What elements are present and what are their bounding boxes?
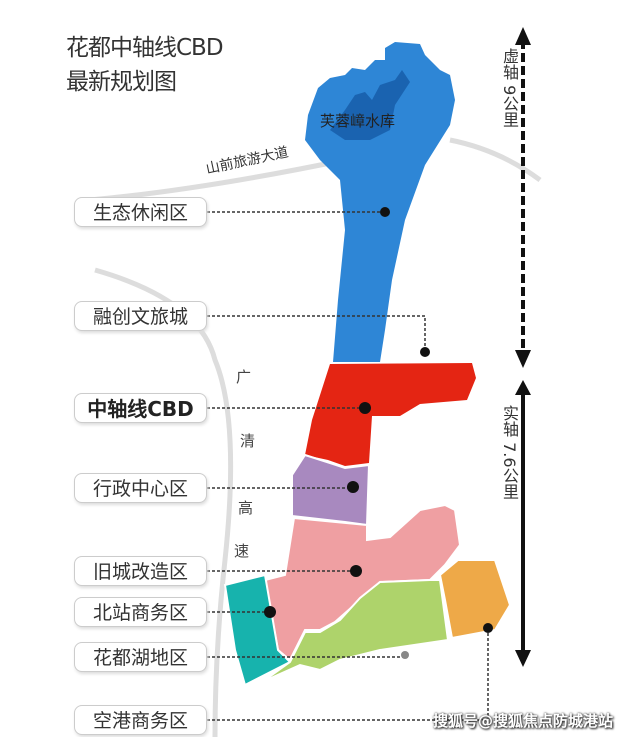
axis-arrows — [515, 27, 531, 667]
zone-label-eco: 生态休闲区 — [74, 197, 207, 227]
highway-char: 速 — [234, 542, 250, 560]
title-line2: 最新规划图 — [66, 69, 177, 95]
zone-label-cbd: 中轴线CBD — [74, 393, 207, 423]
highway-char: 广 — [236, 368, 252, 386]
zone-label-sunac: 融创文旅城 — [74, 301, 207, 331]
leader-lines — [207, 211, 489, 721]
zone-label-admin: 行政中心区 — [74, 473, 207, 503]
watermark: 搜狐号@搜狐焦点防城港站 — [432, 712, 613, 730]
road-east — [449, 137, 542, 183]
zone-label-north-station: 北站商务区 — [74, 597, 207, 627]
highway-char: 清 — [240, 432, 256, 450]
title-line1: 花都中轴线CBD — [66, 35, 224, 61]
zone-dots — [264, 207, 493, 659]
zone-airport — [438, 559, 512, 640]
zone-label-airport: 空港商务区 — [74, 705, 207, 735]
zone-label-oldtown: 旧城改造区 — [74, 556, 207, 586]
virtual-axis-label: 虚轴 9公里 — [500, 48, 519, 128]
reservoir — [330, 70, 410, 140]
reservoir-label: 芙蓉嶂水库 — [320, 112, 396, 130]
highway-char: 高 — [238, 499, 254, 517]
real-axis-label: 实轴 7.6公里 — [500, 405, 519, 500]
zone-label-lake: 花都湖地区 — [74, 642, 207, 672]
zone-cbd — [305, 363, 476, 466]
